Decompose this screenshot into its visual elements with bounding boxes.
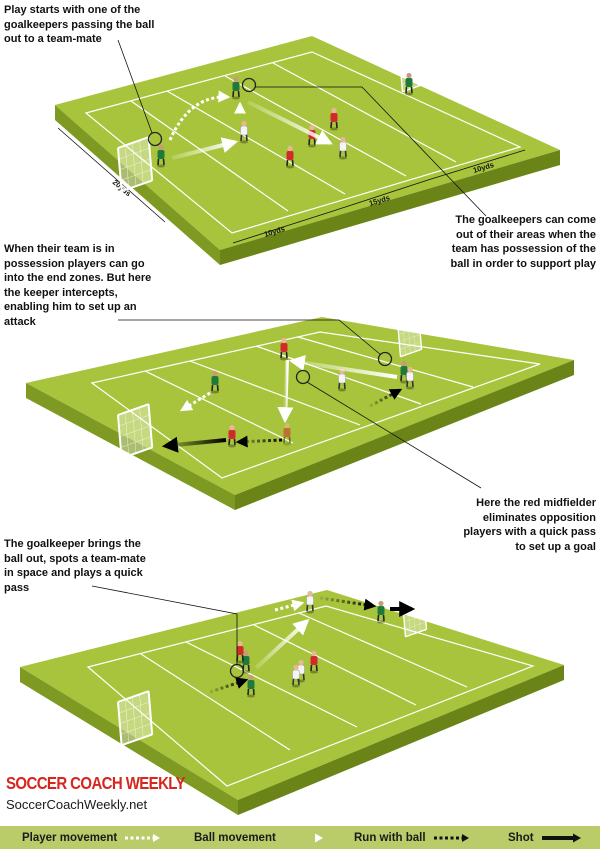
- goal-icon: [117, 403, 154, 460]
- pitch-3-front: [238, 665, 564, 815]
- legend-label: Ball movement: [194, 831, 276, 844]
- ball-movement-arrow: [277, 359, 294, 424]
- pitch-1-measures: [57, 127, 526, 244]
- callout-leaders-3: [91, 585, 238, 665]
- callout-leaders-2: [118, 319, 482, 489]
- pitch-2-front: [235, 360, 574, 510]
- goal-icon: [397, 318, 423, 358]
- player-movement-icon: [125, 833, 161, 842]
- callout-keeper-brings-out: The goalkeeper brings the ball out, spot…: [4, 538, 146, 594]
- goal-icon: [117, 136, 154, 193]
- run-with-ball-arrow: [369, 388, 403, 408]
- run-with-ball-arrow: [235, 435, 283, 448]
- legend-label: Run with ball: [354, 831, 426, 844]
- shot-icon: [541, 833, 581, 842]
- callout-leaders-1: [117, 39, 487, 217]
- run-with-ball-arrow: [209, 677, 249, 694]
- run-with-ball-icon: [433, 833, 469, 842]
- pitch-1-surface: [55, 36, 560, 250]
- pitch-3-lines: [86, 605, 535, 787]
- pitch-1-front: [220, 150, 560, 265]
- legend-label: Shot: [508, 831, 534, 844]
- callout-keepers-support: The goalkeepers can come out of their ar…: [450, 214, 596, 270]
- legend-item-player-movement: Player movement: [22, 829, 161, 846]
- ball-movement-arrow: [288, 355, 398, 379]
- pitch-2: [26, 317, 574, 510]
- player-movement-arrow: [274, 599, 305, 612]
- legend-item-shot: Shot: [508, 829, 582, 846]
- shot-arrow: [161, 436, 227, 453]
- ball-movement-arrow: [247, 100, 333, 145]
- goal-icon: [117, 690, 154, 747]
- brand-url: SoccerCoachWeekly.net: [6, 797, 148, 812]
- pitch-1-lines: [84, 51, 522, 234]
- pitch-3: [20, 585, 564, 815]
- brand-logo: SOCCER COACH WEEKLY: [6, 774, 186, 794]
- legend-label: Player movement: [22, 831, 118, 844]
- ball-movement-icon: [283, 833, 323, 842]
- legend-bar: Player movement Ball movement Run with b…: [0, 826, 600, 849]
- goal-icon: [402, 598, 428, 638]
- legend-item-run-with-ball: Run with ball: [354, 829, 470, 846]
- callout-red-midfielder: Here the red midfielder eliminates oppos…: [463, 497, 596, 553]
- callout-keeper-intercepts: When their team is in possession players…: [4, 243, 152, 328]
- pitch-1: 20yds 10yds 15yds 10yds: [55, 36, 560, 265]
- pitch-diagrams: 20yds 10yds 15yds 10yds: [20, 36, 574, 815]
- legend-item-ball-movement: Ball movement: [194, 829, 324, 846]
- run-with-ball-arrow: [319, 596, 377, 611]
- callout-goalkeeper-pass: Play starts with one of the goalkeepers …: [4, 4, 155, 45]
- ball-movement-arrow: [254, 618, 310, 670]
- ball-movement-arrow: [171, 137, 239, 160]
